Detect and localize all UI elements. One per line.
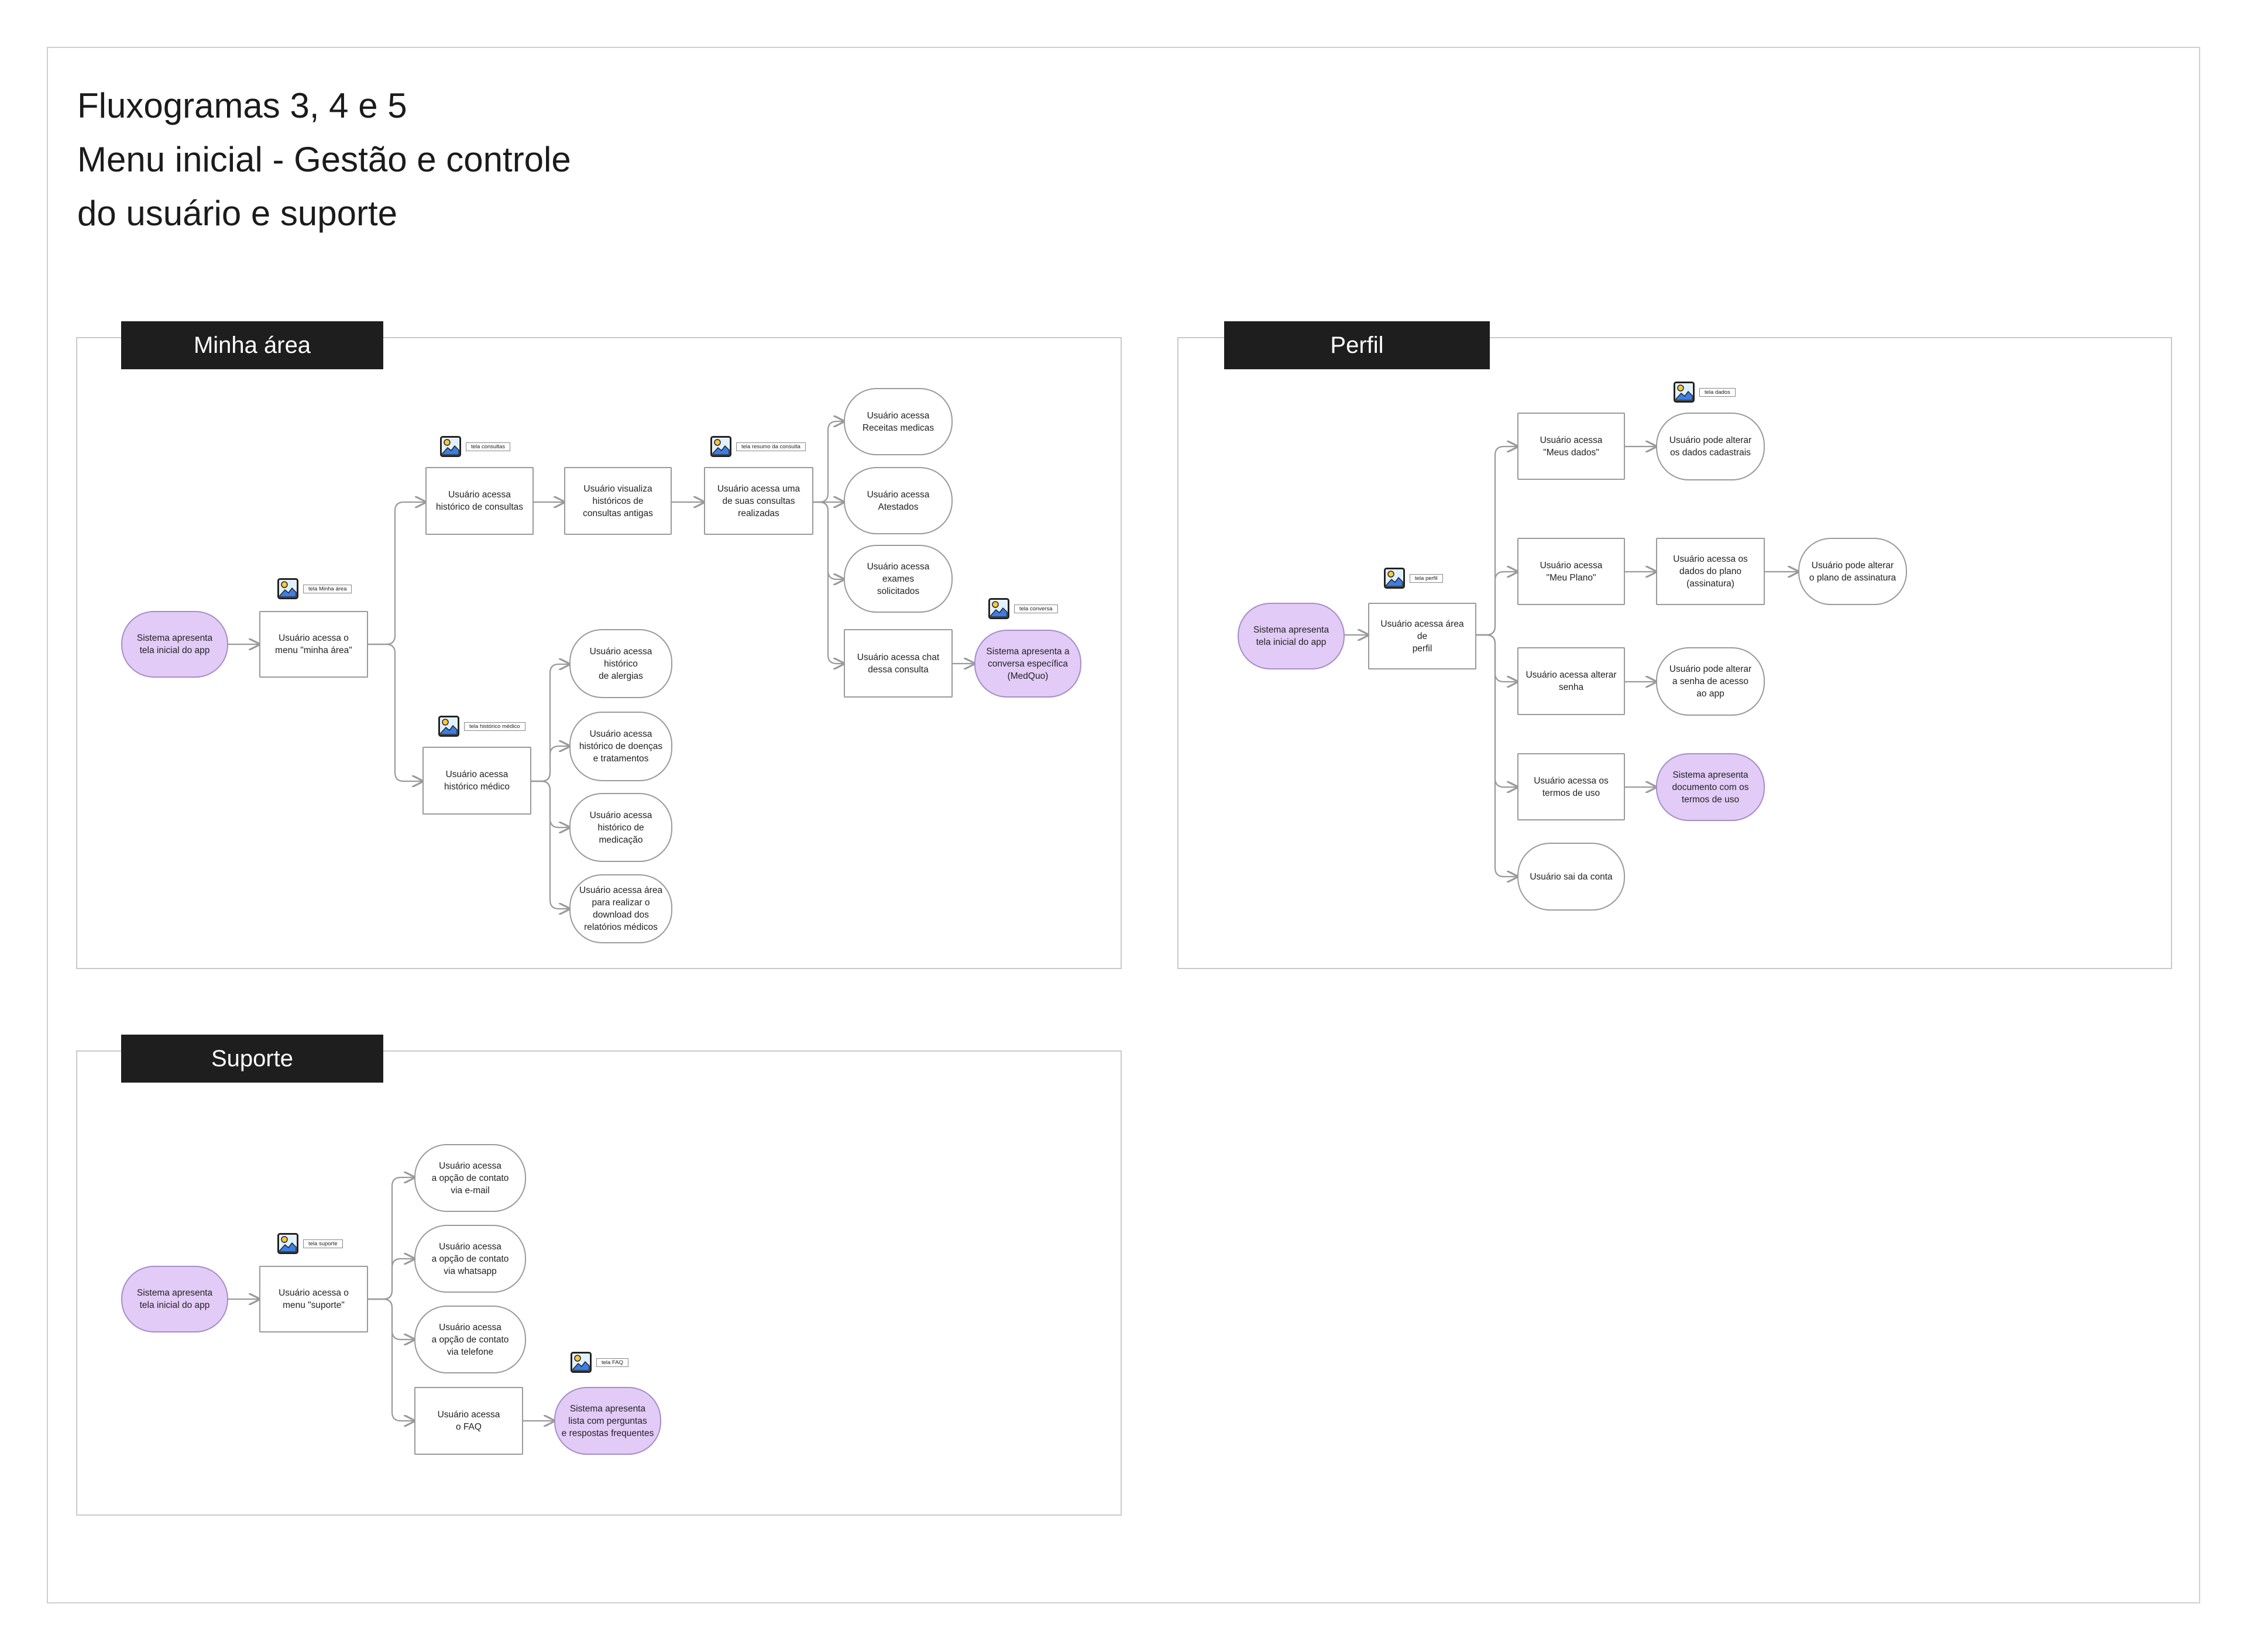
pf-node-alterar-senha: Usuário acessa alterar senha [1517,647,1625,715]
section-tab-perfil: Perfil [1224,321,1490,369]
ref-tela-faq: tela FAQ [571,1352,628,1373]
ma-node-exames: Usuário acessa exames solicitados [844,545,953,613]
edge-ma-menu-consultas [368,502,425,645]
ma-node-doencas: Usuário acessa histórico de doenças e tr… [569,712,672,781]
ma-node-visualiza: Usuário visualiza históricos de consulta… [564,467,672,535]
page-title: Fluxogramas 3, 4 e 5 Menu inicial - Gest… [77,79,571,241]
pf-node-termos: Usuário acessa os termos de uso [1517,753,1625,820]
section-tab-minha-area: Minha área [121,321,383,369]
pf-node-dados-plano: Usuário acessa os dados do plano (assina… [1656,538,1765,605]
ma-node-chat: Usuário acessa chat dessa consulta [844,629,953,698]
edge-ma-acessauma-receitas [813,421,844,503]
section-tab-suporte: Suporte [121,1035,383,1083]
image-icon [438,716,459,737]
edge-sp-menu-email [368,1177,414,1300]
ma-node-conversa: Sistema apresenta a conversa específica … [974,630,1081,698]
ref-label: tela Minha área [303,584,352,593]
sp-node-start: Sistema apresenta tela inicial do app [121,1266,228,1332]
ref-tela-perfil: tela perfil [1384,568,1443,589]
ma-node-historico-consultas: Usuário acessa histórico de consultas [425,467,534,535]
ma-node-alergias: Usuário acessa histórico de alergias [569,629,672,698]
image-icon [710,436,731,457]
pf-node-senha-acesso: Usuário pode alterar a senha de acesso a… [1656,647,1765,716]
title-line-2: Menu inicial - Gestão e controle [77,140,571,179]
pf-node-area: Usuário acessa área de perfil [1368,603,1476,669]
ref-label: tela consultas [466,442,511,451]
pf-node-start: Sistema apresenta tela inicial do app [1238,603,1345,669]
section-perfil [1177,337,2172,969]
sp-node-telefone: Usuário acessa a opção de contato via te… [414,1306,526,1373]
edge-ma-acessauma-chat [813,501,844,664]
ma-node-receitas: Usuário acessa Receitas medicas [844,388,953,455]
ref-tela-conversa: tela conversa [988,598,1058,619]
section-minha-area [76,337,1122,969]
ref-label: tela resumo da consulta [736,442,806,451]
edge-ma-menu-medico [368,643,422,781]
ref-label: tela suporte [303,1239,343,1248]
ref-label: tela dados [1699,387,1736,397]
ref-tela-suporte: tela suporte [277,1233,343,1254]
canvas-frame [47,47,2200,1603]
edge-pf-area-meusdados [1476,447,1517,636]
title-line-1: Fluxogramas 3, 4 e 5 [77,86,407,125]
edge-ma-medico-relatorios [531,780,569,909]
sp-node-lista-faq: Sistema apresenta lista com perguntas e … [554,1387,661,1455]
ma-node-medicacao: Usuário acessa histórico de medicação [569,793,672,862]
pf-node-alterar-dados: Usuário pode alterar os dados cadastrais [1656,413,1765,480]
ref-label: tela FAQ [596,1358,628,1367]
edge-sp-menu-faq [368,1298,414,1421]
pf-node-alterar-plano: Usuário pode alterar o plano de assinatu… [1798,538,1907,605]
edge-pf-area-senha [1476,634,1517,682]
image-icon [277,578,298,599]
ref-label: tela histórico médico [464,722,525,731]
ref-tela-dados: tela dados [1674,382,1736,403]
pf-node-meu-plano: Usuário acessa "Meu Plano" [1517,538,1625,605]
image-icon [1674,382,1695,403]
sp-node-faq: Usuário acessa o FAQ [414,1387,523,1455]
title-line-3: do usuário e suporte [77,194,398,233]
edge-pf-area-termos [1476,634,1517,787]
edge-pf-area-meuplano [1476,572,1517,636]
image-icon [277,1233,298,1254]
image-icon [440,436,461,457]
ma-node-acessa-uma: Usuário acessa uma de suas consultas rea… [704,467,813,535]
ref-label: tela perfil [1410,573,1443,583]
ma-node-start: Sistema apresenta tela inicial do app [121,611,228,678]
ref-tela-minha-area: tela Minha área [277,578,352,599]
pf-node-sai: Usuário sai da conta [1517,843,1625,911]
image-icon [1384,568,1405,589]
image-icon [988,598,1009,619]
edge-sp-menu-whatsapp [368,1259,414,1300]
sp-node-menu: Usuário acessa o menu "suporte" [259,1266,368,1332]
ma-node-historico-medico: Usuário acessa histórico médico [422,747,531,815]
sp-node-whatsapp: Usuário acessa a opção de contato via wh… [414,1225,526,1293]
ref-tela-resumo: tela resumo da consulta [710,436,806,457]
pf-node-doc-termos: Sistema apresenta documento com os termo… [1656,753,1765,821]
ref-tela-historico: tela histórico médico [438,716,525,737]
section-suporte [76,1050,1122,1516]
sp-node-email: Usuário acessa a opção de contato via e-… [414,1144,526,1212]
ref-label: tela conversa [1014,604,1058,613]
image-icon [571,1352,592,1373]
edge-ma-medico-doencas [531,746,569,782]
pf-node-meus-dados: Usuário acessa "Meus dados" [1517,413,1625,480]
ma-node-atestados: Usuário acessa Atestados [844,467,953,534]
ref-tela-consultas: tela consultas [440,436,511,457]
ma-node-relatorios: Usuário acessa área para realizar o down… [569,874,672,943]
edge-pf-area-sai [1476,634,1517,877]
ma-node-menu: Usuário acessa o menu "minha área" [259,611,368,678]
